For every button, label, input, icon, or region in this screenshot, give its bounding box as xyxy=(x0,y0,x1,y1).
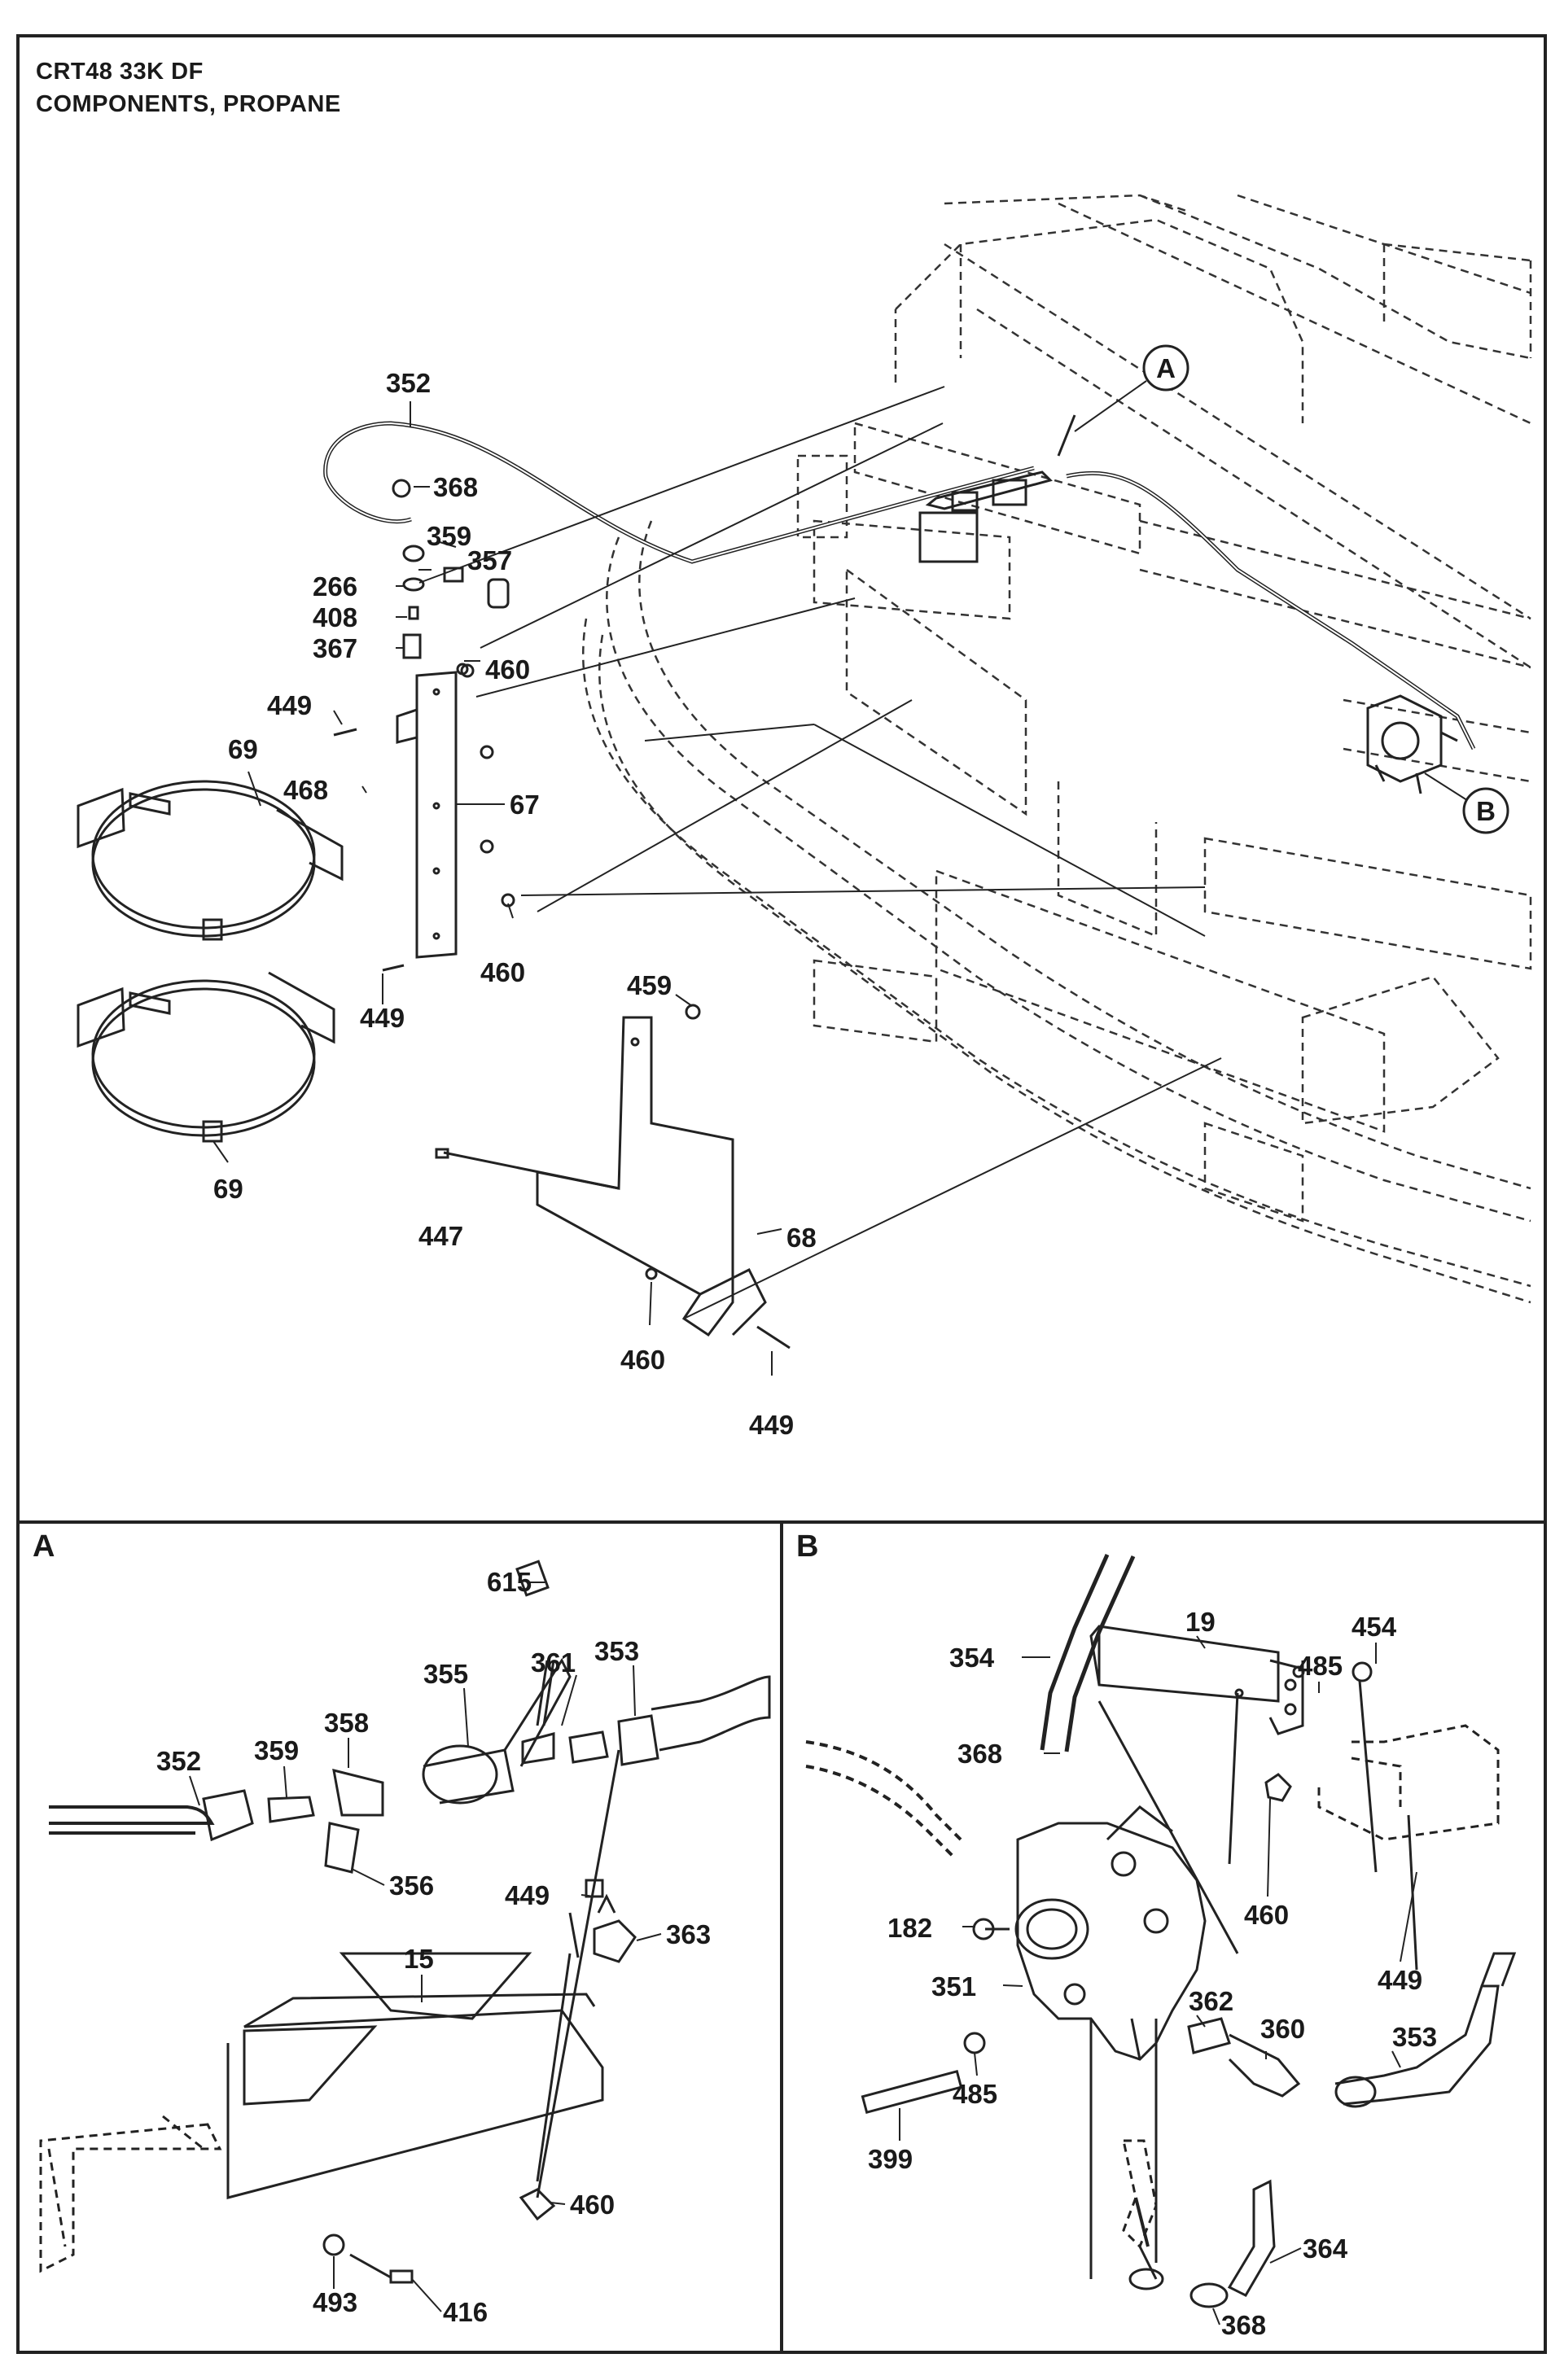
model-title: CRT48 33K DF xyxy=(36,59,204,85)
part-label: 449 xyxy=(267,690,312,720)
callout-b-circle xyxy=(1462,787,1509,834)
part-label: 449 xyxy=(505,1880,550,1910)
section-title: COMPONENTS, PROPANE xyxy=(36,91,341,117)
callout-a-circle xyxy=(1142,344,1189,392)
part-label: 351 xyxy=(931,1971,976,2002)
part-label: 364 xyxy=(1303,2233,1348,2264)
part-label: 15 xyxy=(404,1944,434,1974)
detail-b-labels: 354 19 454 485 368 460 182 351 449 362 3… xyxy=(868,1607,1437,2340)
part-label: 362 xyxy=(1189,1986,1233,2016)
callout-b-label: B xyxy=(1476,796,1496,826)
part-label: 460 xyxy=(1244,1900,1289,1930)
part-label: 460 xyxy=(485,654,530,685)
callout-a-label: A xyxy=(1156,353,1176,383)
part-label: 19 xyxy=(1185,1607,1216,1637)
part-label: 485 xyxy=(953,2079,997,2109)
part-label: 69 xyxy=(228,734,258,764)
part-label: 359 xyxy=(254,1735,299,1765)
part-label: 399 xyxy=(868,2144,913,2174)
part-label: 449 xyxy=(360,1003,405,1033)
part-label: 447 xyxy=(418,1221,463,1251)
part-label: 356 xyxy=(389,1870,434,1901)
part-label: 615 xyxy=(487,1567,532,1597)
main-parts xyxy=(77,380,1476,1376)
part-label: 353 xyxy=(1392,2022,1437,2052)
part-label: 408 xyxy=(313,602,357,632)
part-label: 352 xyxy=(386,368,431,398)
detail-a-tag: A xyxy=(33,1529,55,1564)
part-label: 485 xyxy=(1298,1651,1343,1681)
part-label: 359 xyxy=(427,521,471,551)
part-label: 353 xyxy=(594,1636,639,1666)
detail-a-parts xyxy=(39,1560,771,2312)
part-label: 468 xyxy=(283,775,328,805)
part-label: 459 xyxy=(627,970,672,1000)
part-label: 363 xyxy=(666,1919,711,1949)
detail-b-parts xyxy=(805,1553,1517,2325)
part-label: 416 xyxy=(443,2297,488,2327)
part-label: 367 xyxy=(313,633,357,663)
part-label: 449 xyxy=(749,1410,794,1440)
part-label: 355 xyxy=(423,1659,468,1689)
main-labels: 352 368 359 357 266 408 367 460 449 468 … xyxy=(213,368,817,1440)
part-label: 460 xyxy=(620,1345,665,1375)
part-label: 449 xyxy=(1378,1965,1422,1995)
part-label: 354 xyxy=(949,1643,995,1673)
part-label: 182 xyxy=(887,1913,932,1943)
part-label: 493 xyxy=(313,2287,357,2317)
part-label: 460 xyxy=(480,957,525,987)
part-label: 69 xyxy=(213,1174,243,1204)
part-label: 352 xyxy=(156,1746,201,1776)
part-label: 68 xyxy=(786,1223,817,1253)
part-label: 361 xyxy=(531,1647,576,1678)
part-label: 460 xyxy=(570,2190,615,2220)
part-label: 360 xyxy=(1260,2014,1305,2044)
part-label: 368 xyxy=(433,472,478,502)
detail-a-labels: 615 355 361 353 358 359 352 356 449 363 … xyxy=(156,1567,711,2327)
part-label: 454 xyxy=(1352,1612,1397,1642)
part-label: 358 xyxy=(324,1708,369,1738)
part-label: 357 xyxy=(467,545,512,575)
part-label: 368 xyxy=(1221,2310,1266,2340)
detail-b-tag: B xyxy=(796,1529,818,1564)
part-label: 266 xyxy=(313,571,357,602)
part-label: 67 xyxy=(510,790,540,820)
part-label: 368 xyxy=(957,1739,1002,1769)
chassis-frame xyxy=(582,194,1532,1304)
